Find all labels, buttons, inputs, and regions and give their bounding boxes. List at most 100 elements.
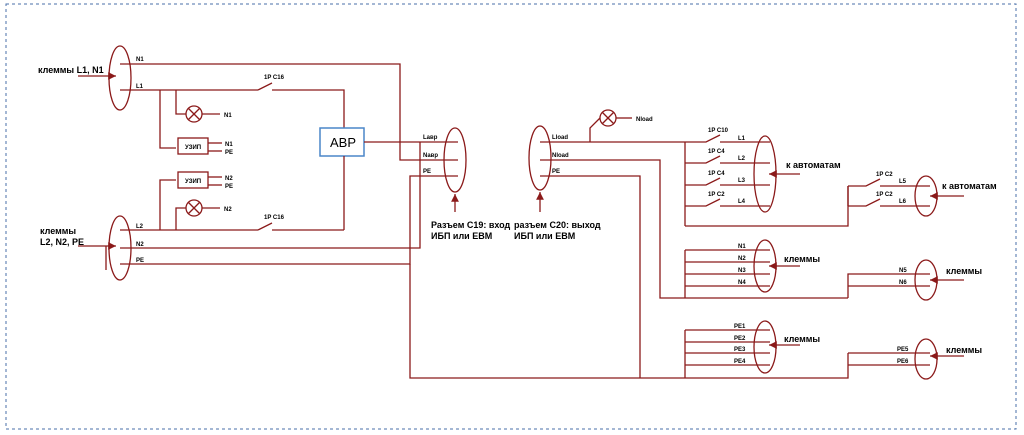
group-5-label: клеммы xyxy=(784,334,820,344)
c20-caption-1: разъем С20: выход xyxy=(514,220,601,230)
wire-pe xyxy=(120,175,458,265)
wire-l1-after-breaker xyxy=(272,89,345,128)
lamp-n1: N1 xyxy=(185,105,232,123)
breaker-1-contact xyxy=(257,82,273,91)
c19-caption-2: ИБП или ЕВМ xyxy=(431,231,492,241)
wire-l1-branch xyxy=(159,90,176,149)
svg-text:L2: L2 xyxy=(738,156,746,162)
wire-g4-n5 xyxy=(847,273,930,298)
svg-text:N2: N2 xyxy=(225,176,233,182)
breaker-1-label: 1P C16 xyxy=(264,75,285,81)
wire-nload-lamp xyxy=(589,117,601,142)
svg-text:L5: L5 xyxy=(899,179,907,185)
group-2-terminal: L5 L6 к автоматам xyxy=(899,175,997,217)
svg-text:L3: L3 xyxy=(738,178,746,184)
group-1-label: к автоматам xyxy=(786,160,841,170)
wire-n2 xyxy=(120,142,421,249)
c19-pe: PE xyxy=(423,169,431,175)
input-top-n1: N1 xyxy=(136,57,144,63)
input-bottom-label-2: L2, N2, PE xyxy=(40,237,84,247)
input-terminal-top: клеммы L1, N1 N1 L1 xyxy=(38,45,144,111)
wire-g1-l2 xyxy=(685,155,770,164)
c20-pe: PE xyxy=(552,169,560,175)
group-3-terminal: N1 N2 N3 N4 клеммы xyxy=(738,239,820,293)
breaker-g1-2: 1P C4 xyxy=(708,149,725,155)
svg-text:PE5: PE5 xyxy=(897,347,909,353)
svg-text:PE4: PE4 xyxy=(734,359,746,365)
svg-text:N4: N4 xyxy=(738,280,746,286)
wire-l2-branch xyxy=(159,179,176,230)
svg-text:L4: L4 xyxy=(738,199,746,205)
input-bottom-label-1: клеммы xyxy=(40,226,76,236)
wire-g2-l6 xyxy=(848,198,930,207)
lamp-nload-label: Nload xyxy=(636,117,653,123)
wire-g1-l1 xyxy=(685,134,770,143)
svg-text:N1: N1 xyxy=(738,244,746,250)
svg-text:PE2: PE2 xyxy=(734,336,746,342)
svg-text:PE: PE xyxy=(225,150,233,156)
input-bottom-l2: L2 xyxy=(136,224,144,230)
svg-text:PE1: PE1 xyxy=(734,324,746,330)
breaker-g2-2: 1P C2 xyxy=(876,192,893,198)
lamp-nload: Nload xyxy=(599,109,653,127)
breaker-g1-1: 1P C10 xyxy=(708,128,729,134)
frame xyxy=(5,3,1017,430)
wire-g2-l5 xyxy=(848,178,930,187)
svg-text:PE6: PE6 xyxy=(897,359,909,365)
input-top-l1: L1 xyxy=(136,84,144,90)
wire-g1-l3 xyxy=(685,177,770,186)
group-2-label: к автоматам xyxy=(942,181,997,191)
breaker-g1-4: 1P C2 xyxy=(708,192,725,198)
uzip-2: УЗИП N2 PE xyxy=(177,171,233,190)
group-4-terminal: N5 N6 клеммы xyxy=(899,259,982,301)
breaker-g1-3: 1P C4 xyxy=(708,171,725,177)
group-6-terminal: PE5 PE6 клеммы xyxy=(897,338,982,380)
c20-caption-2: ИБП или ЕВМ xyxy=(514,231,575,241)
input-bottom-n2: N2 xyxy=(136,242,144,248)
wire-nload xyxy=(540,159,848,299)
group-3-label: клеммы xyxy=(784,254,820,264)
svg-text:УЗИП: УЗИП xyxy=(185,179,201,185)
wire-lamp2 xyxy=(175,207,186,230)
c19-n: Nавр xyxy=(423,153,438,159)
breaker-2-contact xyxy=(257,222,273,231)
group-4-label: клеммы xyxy=(946,266,982,276)
avr-label: АВР xyxy=(330,135,356,150)
wire-g1-l4 xyxy=(685,198,770,207)
svg-text:PE3: PE3 xyxy=(734,347,746,353)
wire-pe-to-g6 xyxy=(685,353,849,379)
breaker-2-label: 1P C16 xyxy=(264,215,285,221)
wire-avr-n-out xyxy=(399,150,458,161)
uzip-1: УЗИП N1 PE xyxy=(177,137,233,156)
svg-text:L1: L1 xyxy=(738,136,746,142)
c20-n: Nload xyxy=(552,153,569,159)
input-bottom-pe: PE xyxy=(136,258,144,264)
lamp-n2: N2 xyxy=(185,199,232,217)
c20-l: Lload xyxy=(552,135,568,141)
wire-pe-out xyxy=(540,175,641,378)
svg-text:L6: L6 xyxy=(899,199,907,205)
group-5-terminal: PE1 PE2 PE3 PE4 клеммы xyxy=(734,320,820,374)
connector-c19: Lавр Nавр PE Разъем С19: вход ИБП или ЕВ… xyxy=(423,127,511,241)
wire-lamp1 xyxy=(175,90,186,115)
c19-l: Lавр xyxy=(423,135,438,141)
svg-text:N2: N2 xyxy=(738,256,746,262)
group-6-label: клеммы xyxy=(946,345,982,355)
lamp-n2-label: N2 xyxy=(224,207,232,213)
wire-pe-bus xyxy=(409,264,685,379)
svg-text:N5: N5 xyxy=(899,268,907,274)
svg-text:УЗИП: УЗИП xyxy=(185,145,201,151)
svg-text:PE: PE xyxy=(225,184,233,190)
lamp-n1-label: N1 xyxy=(224,113,232,119)
svg-text:N3: N3 xyxy=(738,268,746,274)
input-top-label: клеммы L1, N1 xyxy=(38,65,104,75)
svg-text:N6: N6 xyxy=(899,280,907,286)
wire-n1 xyxy=(120,63,401,150)
svg-text:N1: N1 xyxy=(225,142,233,148)
group-1-terminal: L1 L2 L3 L4 к автоматам xyxy=(738,135,841,213)
breaker-g2-1: 1P C2 xyxy=(876,172,893,178)
c19-caption-1: Разъем С19: вход xyxy=(431,220,511,230)
connector-c20: Lload Nload PE разъем С20: выход ИБП или… xyxy=(514,125,601,241)
avr-block: АВР xyxy=(319,127,365,157)
